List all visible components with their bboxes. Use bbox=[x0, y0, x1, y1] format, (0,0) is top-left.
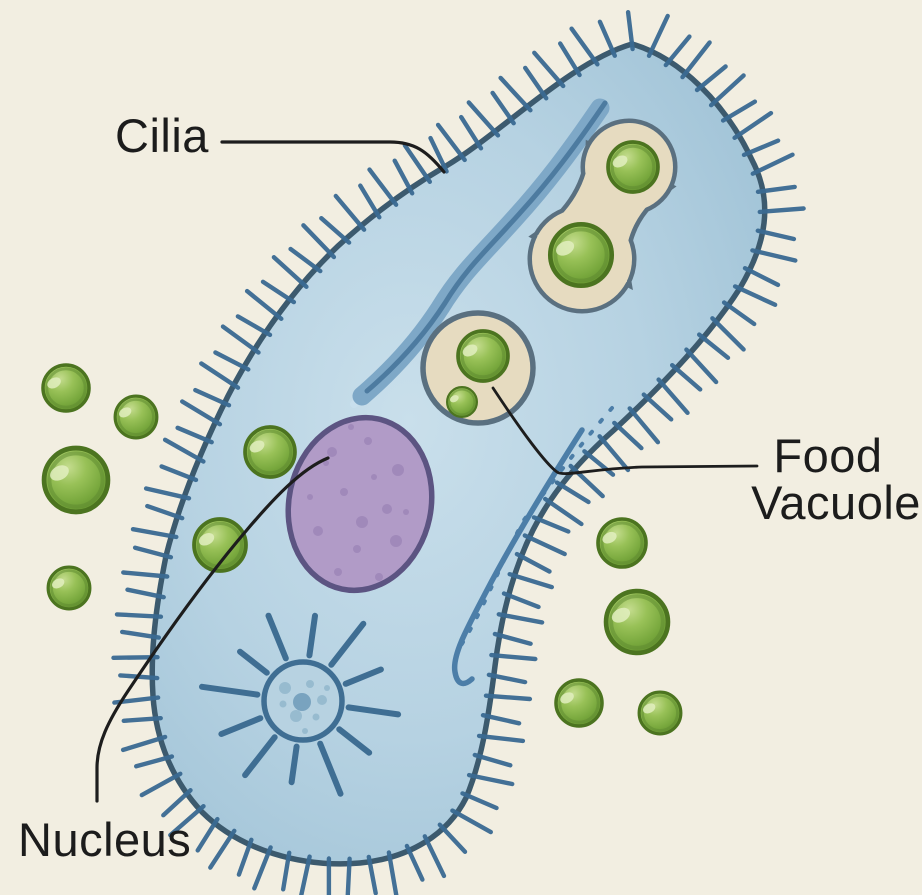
food-particle bbox=[596, 517, 648, 569]
nucleus-speckles bbox=[307, 424, 409, 581]
contractile-vacuole bbox=[199, 612, 402, 797]
food-particle bbox=[550, 224, 611, 285]
food-particle bbox=[637, 690, 683, 736]
food-vacuole-label-line1: Food bbox=[773, 429, 882, 482]
contractile-vacuole-speckles bbox=[279, 680, 330, 734]
food-particle bbox=[554, 678, 604, 728]
cilia-label: Cilia bbox=[115, 109, 209, 162]
contractile-vacuole-canals bbox=[199, 612, 402, 797]
nucleus-leader-line bbox=[95, 456, 330, 803]
oral-groove bbox=[350, 98, 610, 408]
food-particle bbox=[606, 140, 660, 194]
food-particle bbox=[243, 425, 297, 479]
food-particle bbox=[44, 448, 108, 512]
food-particle bbox=[113, 394, 159, 440]
food-particle bbox=[446, 386, 478, 418]
fold-solid-line bbox=[451, 427, 585, 687]
food-particle bbox=[46, 565, 92, 611]
contractile-vacuole-center bbox=[293, 693, 311, 711]
food-particle bbox=[41, 363, 91, 413]
food-particle bbox=[606, 591, 668, 653]
food-particle bbox=[456, 329, 510, 383]
cilia-group bbox=[111, 9, 806, 895]
food-vacuole-label-line2: Vacuole bbox=[751, 476, 921, 529]
cilia-leader-line bbox=[220, 140, 446, 174]
food-vacuole-leader-line bbox=[491, 386, 759, 475]
nucleus-label: Nucleus bbox=[18, 813, 191, 866]
oral-groove-fold bbox=[451, 406, 614, 687]
